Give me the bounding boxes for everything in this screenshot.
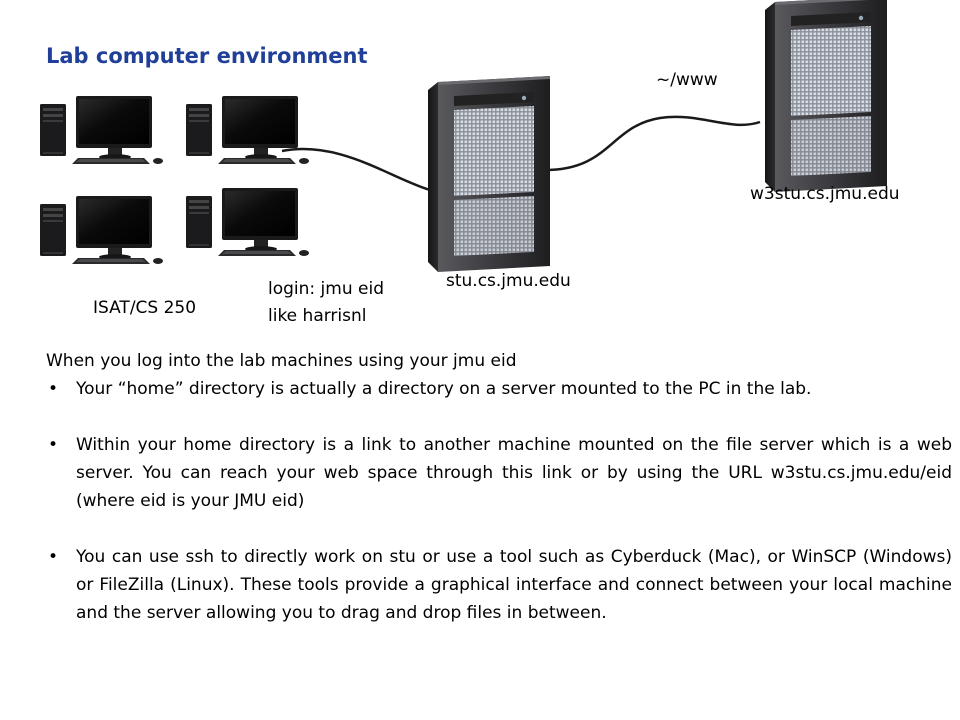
intro-text: When you log into the lab machines using…	[46, 351, 517, 371]
page-title: Lab computer environment	[46, 44, 368, 68]
bullet-text: You can use ssh to directly work on stu …	[76, 547, 952, 623]
cable-lab-to-stu	[281, 147, 431, 192]
login-label-line1: login: jmu eid	[268, 279, 384, 299]
desktop-computer-icon	[40, 96, 163, 164]
bullet-icon: •	[48, 435, 59, 455]
bullet-text: Your “home” directory is actually a dire…	[76, 379, 812, 399]
bullet-text: Within your home directory is a link to …	[76, 435, 952, 511]
network-diagram	[40, 0, 887, 272]
desktop-computer-icon	[186, 96, 309, 164]
desktop-computer-icon	[186, 188, 309, 256]
list-item: • You can use ssh to directly work on st…	[46, 543, 952, 627]
bullet-icon: •	[48, 379, 59, 399]
list-item: • Within your home directory is a link t…	[46, 431, 952, 515]
bullet-icon: •	[48, 547, 59, 567]
server-tower-icon	[765, 0, 887, 192]
login-label-line2: like harrisnl	[268, 306, 367, 326]
cable-stu-to-w3stu	[544, 115, 761, 172]
server-tower-icon	[428, 76, 550, 272]
list-item: • Your “home” directory is actually a di…	[46, 375, 952, 403]
lab-room-label: ISAT/CS 250	[93, 298, 197, 318]
www-path-label: ~/www	[656, 70, 718, 90]
w3stu-host-label: w3stu.cs.jmu.edu	[750, 184, 900, 204]
stu-host-label: stu.cs.jmu.edu	[446, 271, 571, 291]
desktop-computer-icon	[40, 196, 163, 264]
body-text: When you log into the lab machines using…	[46, 347, 952, 627]
bullet-list: • Your “home” directory is actually a di…	[46, 375, 952, 627]
